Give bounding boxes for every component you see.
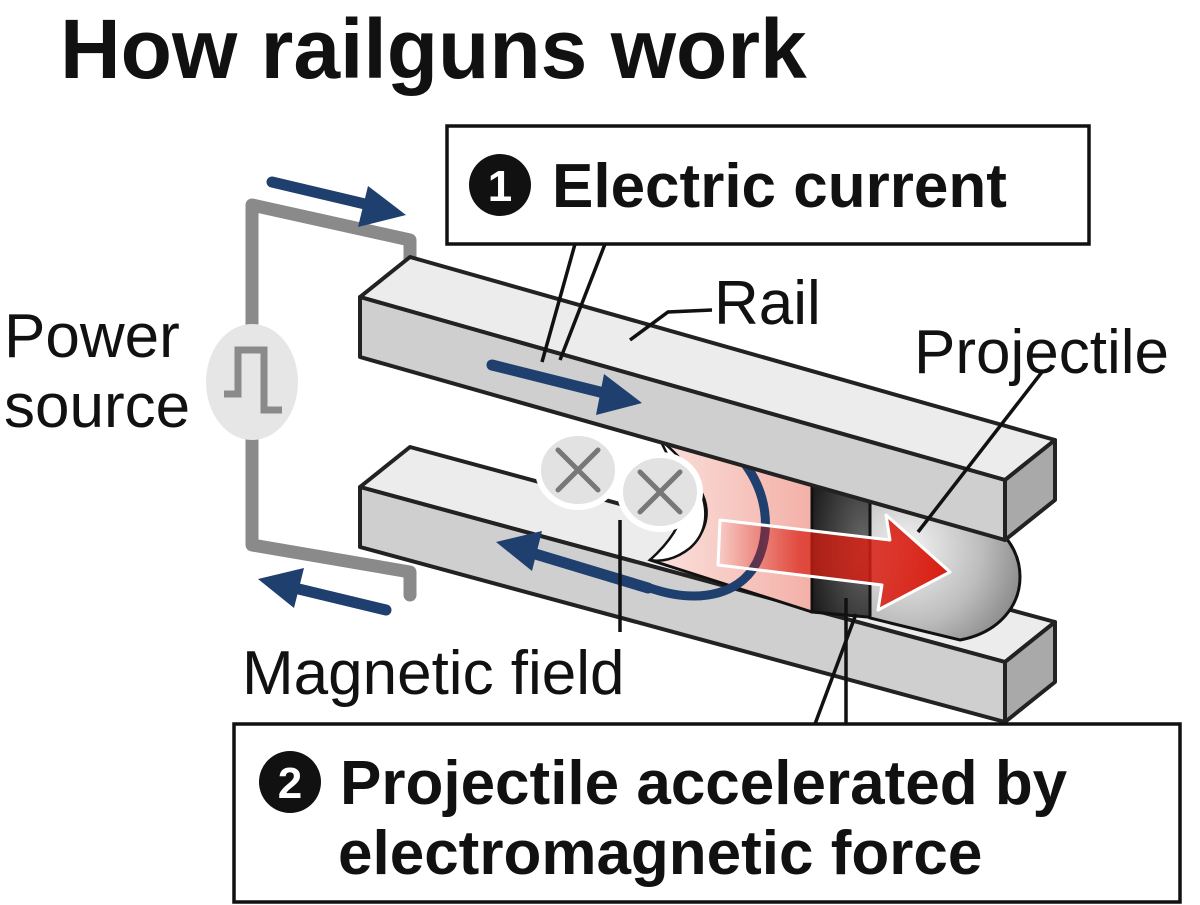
top-wire-arrowhead — [358, 186, 406, 227]
force-callout-line2: electromagnetic force — [338, 819, 982, 888]
black-circle-number-icon — [469, 154, 531, 216]
black-circle-number-icon — [259, 751, 321, 813]
power-source-label-line1: Power — [4, 302, 180, 371]
power-source-body — [206, 324, 298, 440]
magnetic-field-label: Magnetic field — [242, 639, 625, 708]
armature-assembly — [645, 405, 1022, 642]
force-callout: 2 Projectile accelerated by electromagne… — [232, 722, 1182, 904]
bottom-wire-arrowhead — [258, 568, 304, 608]
electric-current-callout: 1 Electric current — [445, 124, 1091, 246]
lower-rail-arrowhead — [496, 531, 542, 571]
wire-current-arrows — [258, 176, 406, 616]
projectile-label: Projectile — [914, 318, 1169, 387]
upper-rail-current-arrow — [486, 359, 642, 415]
current-callout-leader-a — [540, 243, 577, 363]
power-circuit — [206, 198, 417, 602]
electromagnetic-force-arrow — [716, 513, 952, 612]
force-callout-line1: Projectile accelerated by — [340, 749, 1068, 818]
upper-rail-arrowhead — [596, 374, 642, 415]
square-pulse-icon — [224, 346, 282, 414]
top-wire-current-arrow — [266, 176, 388, 214]
upper-rail — [358, 255, 1057, 542]
electric-current-label: Electric current — [552, 152, 1007, 221]
bottom-wire-current-arrow — [276, 579, 392, 616]
force-callout-leader-a — [813, 613, 858, 725]
rail-label: Rail — [714, 269, 821, 338]
callout-number-2: 2 — [278, 759, 302, 808]
current-callout-leader-b — [558, 243, 607, 361]
rail-label-leader — [628, 308, 713, 342]
projectile-label-leader — [916, 370, 1044, 534]
power-source-label-line2: source — [4, 372, 190, 441]
diagram-title: How railguns work — [60, 2, 807, 96]
leader-lines — [540, 243, 1044, 725]
callout-number-1: 1 — [488, 162, 512, 211]
field-into-page-cross-icon — [535, 430, 703, 532]
lower-rail-current-arrow — [496, 531, 654, 594]
